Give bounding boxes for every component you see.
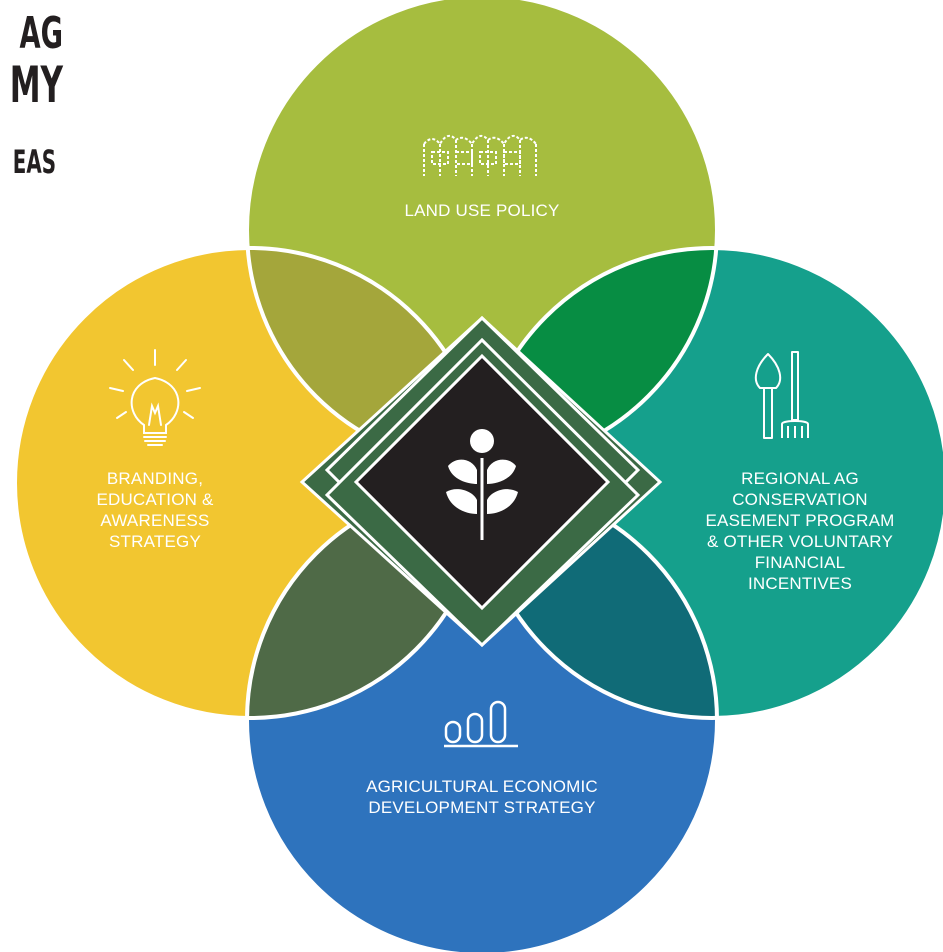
fence-icon [423, 134, 537, 176]
branding-label: BRANDING, EDUCATION & AWARENESS STRATEGY [96, 469, 214, 551]
overlap-top-left [247, 248, 485, 465]
land-use-label: LAND USE POLICY [404, 201, 560, 220]
economic-label: AGRICULTURAL ECONOMIC DEVELOPMENT STRATE… [366, 777, 598, 817]
overlap-top-right [477, 248, 717, 465]
overlap-bottom-right [477, 485, 717, 718]
shovel-rake-icon [754, 351, 809, 439]
plant-icon [446, 429, 518, 540]
title-line-2: MY [9, 56, 63, 114]
title-line-1: AG [19, 8, 63, 59]
bar-chart-icon [444, 700, 518, 748]
lightbulb-icon [109, 349, 201, 446]
title-line-3: EAS [12, 143, 56, 181]
overlap-bottom-left [247, 485, 485, 718]
conservation-label: REGIONAL AG CONSERVATION EASEMENT PROGRA… [705, 469, 895, 593]
